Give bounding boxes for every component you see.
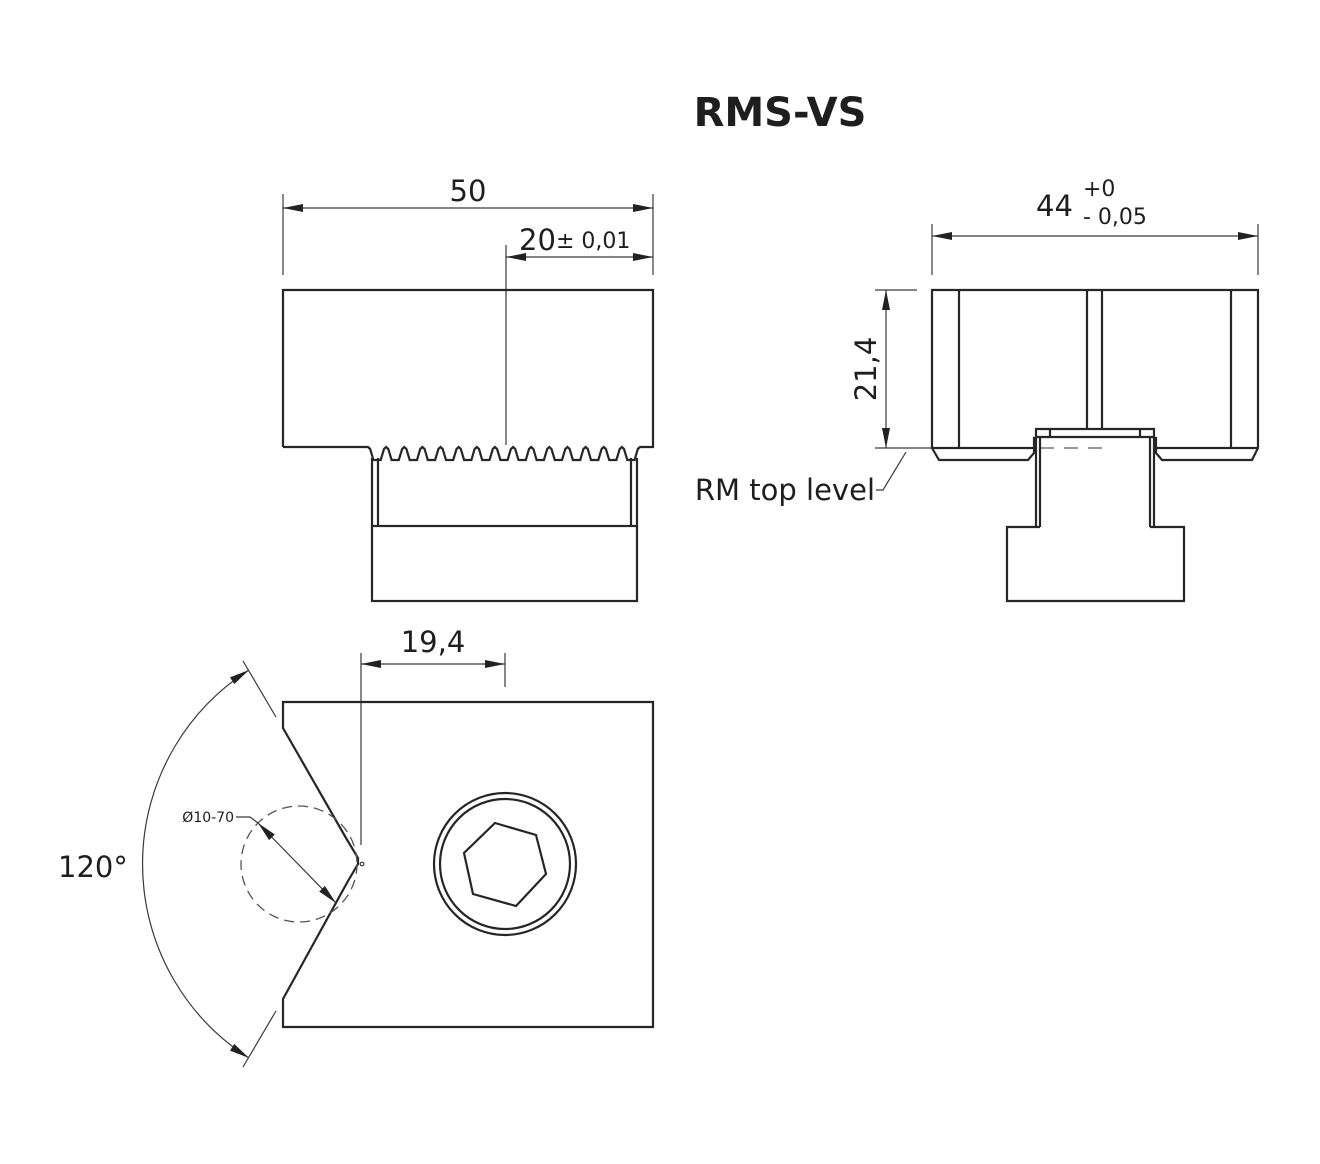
dimension-width-tol-lower: - 0,05 xyxy=(1083,205,1147,230)
reference-leader xyxy=(876,451,907,491)
diameter-label: Ø10-70 xyxy=(182,810,234,826)
reference-label: RM top level xyxy=(695,473,875,507)
screw-head-outer xyxy=(432,791,578,937)
front-view: 50 20 ± 0,01 xyxy=(281,174,655,603)
angle-extension-upper xyxy=(242,660,277,718)
dimension-width-label: 50 xyxy=(450,174,487,208)
jaw-top-outline xyxy=(281,700,655,1029)
screw-head-inner xyxy=(438,797,572,931)
vertex-point xyxy=(359,861,365,867)
diameter-leader xyxy=(236,816,259,824)
t-nut-foot xyxy=(1005,525,1186,603)
hex-socket-icon xyxy=(462,821,548,908)
angle-arc xyxy=(142,669,250,1059)
side-view: 44 +0 - 0,05 21,4 RM top level xyxy=(695,177,1260,603)
jaw-upper-body xyxy=(281,288,655,462)
jaw-body-outline xyxy=(930,288,1260,462)
angle-extension-lower xyxy=(242,1010,277,1068)
dimension-offset-tolerance: ± 0,01 xyxy=(556,229,630,254)
top-view: 19,4 Ø10-70 120° xyxy=(58,625,655,1068)
angle-label: 120° xyxy=(58,850,128,884)
drawing-title: RMS-VS xyxy=(694,90,867,136)
jaw-lower-block xyxy=(370,524,639,603)
dimension-height-label: 21,4 xyxy=(849,337,883,402)
dimension-width-tol-upper: +0 xyxy=(1083,177,1115,202)
dimension-offset-label: 19,4 xyxy=(401,625,466,659)
diameter-line xyxy=(257,822,337,904)
dimension-offset-label: 20 xyxy=(519,223,556,257)
dimension-width-label: 44 xyxy=(1036,189,1073,223)
